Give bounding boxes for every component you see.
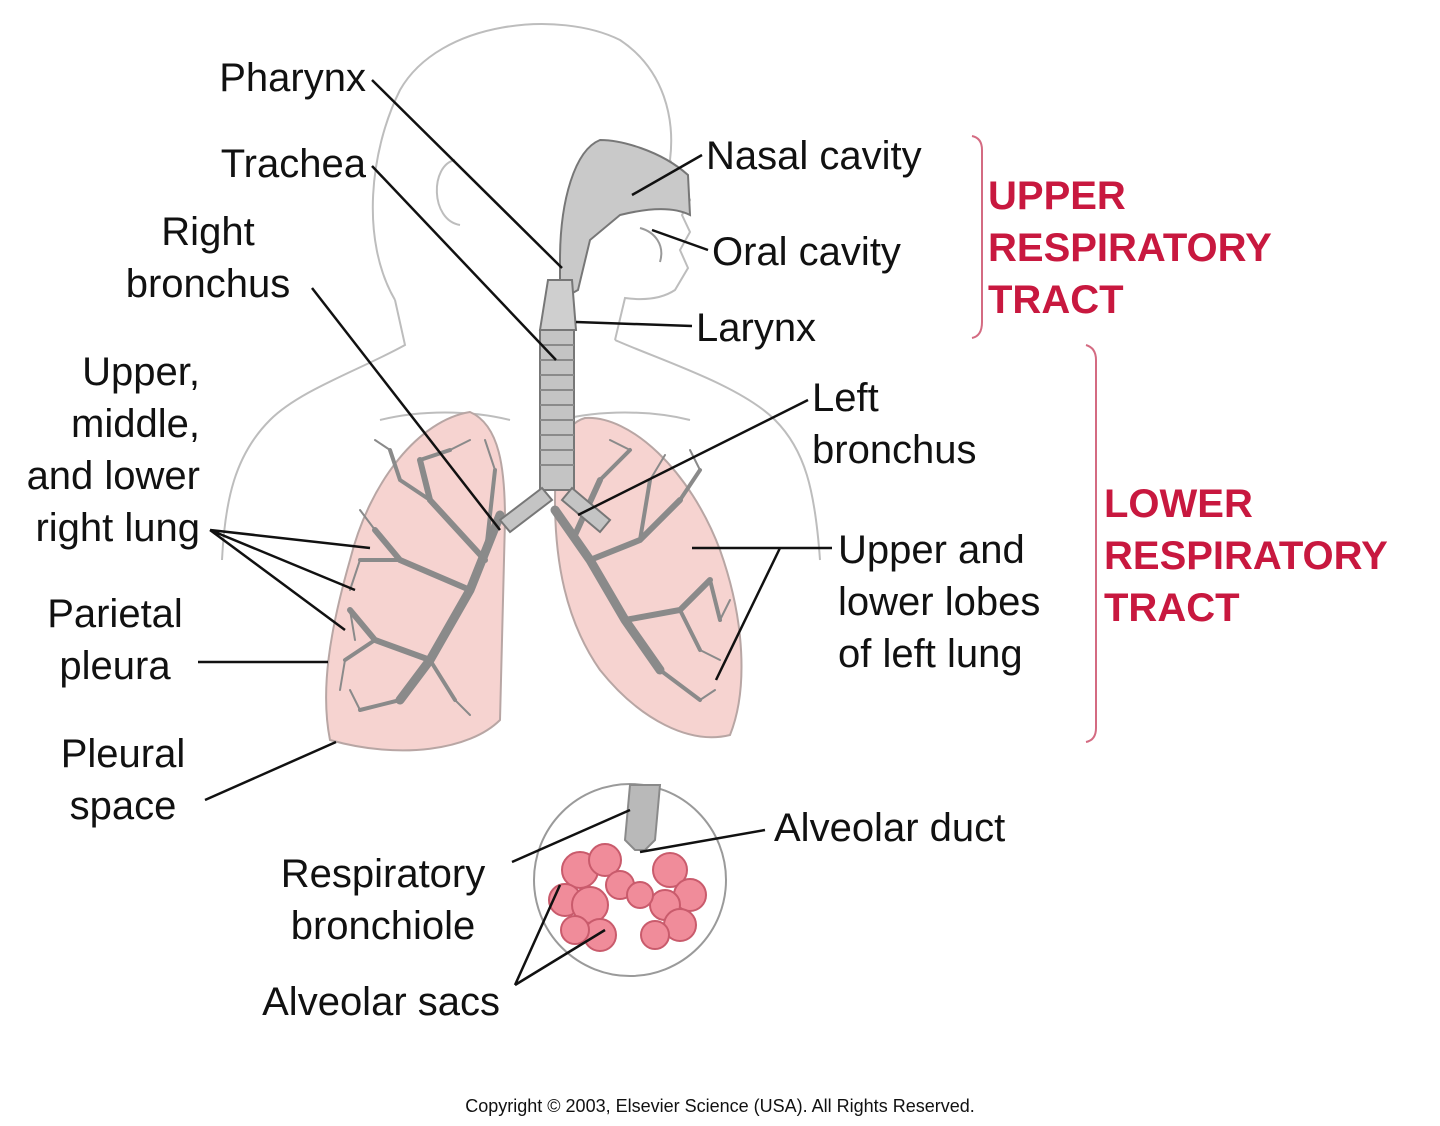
parietal-pleura-label: Parietal pleura bbox=[30, 588, 200, 692]
copyright-notice: Copyright © 2003, Elsevier Science (USA)… bbox=[465, 1096, 975, 1116]
left-lung-lobes-label-line-1: Upper and bbox=[838, 528, 1025, 572]
alveolar-sacs-label: Alveolar sacs bbox=[262, 980, 500, 1024]
larynx-label: Larynx bbox=[696, 306, 817, 350]
pleural-space-label: Pleural space bbox=[40, 728, 206, 832]
pharynx-label: Pharynx bbox=[219, 56, 366, 100]
right-bronchus-label-line-1: Right bbox=[161, 210, 255, 254]
parietal-pleura-label-line-2: pleura bbox=[59, 644, 171, 688]
trachea-leader bbox=[371, 165, 557, 361]
left-lung-lobes-label-line-2: lower lobes bbox=[838, 580, 1041, 624]
parietal-pleura-label-line-1: Parietal bbox=[47, 592, 183, 636]
upper-respiratory-tract-heading: UPPER RESPIRATORY TRACT bbox=[988, 170, 1272, 326]
body-outline bbox=[221, 23, 821, 561]
upper-tract-line-2: RESPIRATORY bbox=[988, 226, 1272, 270]
right-lung-leader bbox=[209, 528, 371, 632]
right-bronchus-leader bbox=[311, 287, 501, 531]
lower-tract-line-2: RESPIRATORY bbox=[1104, 534, 1388, 578]
right-lung-label-line-4: right lung bbox=[35, 506, 200, 550]
upper-tract-line-3: TRACT bbox=[988, 278, 1124, 322]
lower-tract-line-1: LOWER bbox=[1104, 482, 1253, 526]
alveolar-duct-label: Alveolar duct bbox=[774, 806, 1006, 850]
right-bronchus-label-line-2: bronchus bbox=[125, 262, 291, 306]
left-lung-lobes-label: Upper and lower lobes of left lung bbox=[838, 524, 1040, 680]
respiratory-bronchiole-label-line-1: Respiratory bbox=[280, 852, 486, 896]
larynx-leader bbox=[575, 320, 693, 328]
upper-tract-bracket bbox=[971, 135, 983, 339]
lower-respiratory-tract-heading: LOWER RESPIRATORY TRACT bbox=[1104, 478, 1388, 634]
nasal-cavity-label: Nasal cavity bbox=[706, 134, 922, 178]
leader-lines bbox=[198, 79, 832, 987]
right-lung-label-line-2: middle, bbox=[71, 402, 200, 446]
right-lung-shape bbox=[325, 410, 507, 752]
right-lung-label-line-3: and lower bbox=[26, 454, 200, 498]
pleural-space-label-line-2: space bbox=[69, 784, 177, 828]
alveolar-duct-leader bbox=[639, 828, 766, 854]
respiratory-bronchiole-label: Respiratory bronchiole bbox=[258, 848, 508, 952]
left-bronchus-leader bbox=[577, 398, 809, 517]
right-lung-label: Upper, middle, and lower right lung bbox=[27, 346, 200, 554]
alveolar-sacs-leader bbox=[513, 884, 606, 987]
bronchial-tree bbox=[339, 439, 731, 716]
right-lung-label-line-1: Upper, bbox=[82, 350, 200, 394]
lower-tract-bracket bbox=[1085, 344, 1097, 743]
right-bronchus-label: Right bronchus bbox=[108, 206, 308, 310]
left-bronchus-label-line-1: Left bbox=[812, 376, 879, 420]
lower-tract-line-3: TRACT bbox=[1104, 586, 1240, 630]
pleural-space-label-line-1: Pleural bbox=[60, 732, 186, 776]
trachea-label: Trachea bbox=[220, 142, 366, 186]
respiratory-bronchiole-leader bbox=[511, 808, 631, 864]
nasal-cavity-leader bbox=[631, 153, 703, 197]
respiratory-bronchiole-label-line-2: bronchiole bbox=[290, 904, 476, 948]
pharynx-leader bbox=[371, 79, 563, 269]
left-lung-lobes-label-line-3: of left lung bbox=[838, 632, 1023, 676]
left-bronchus-label-line-2: bronchus bbox=[812, 428, 977, 472]
left-bronchus-label: Left bronchus bbox=[812, 372, 977, 476]
left-lung-leader bbox=[692, 546, 832, 681]
oral-cavity-leader bbox=[651, 228, 709, 252]
alveoli-inset bbox=[533, 783, 727, 977]
left-lung-shape bbox=[553, 416, 743, 739]
upper-tract-line-1: UPPER bbox=[988, 174, 1126, 218]
pleural-space-leader bbox=[204, 740, 337, 802]
oral-cavity-label: Oral cavity bbox=[712, 230, 901, 274]
